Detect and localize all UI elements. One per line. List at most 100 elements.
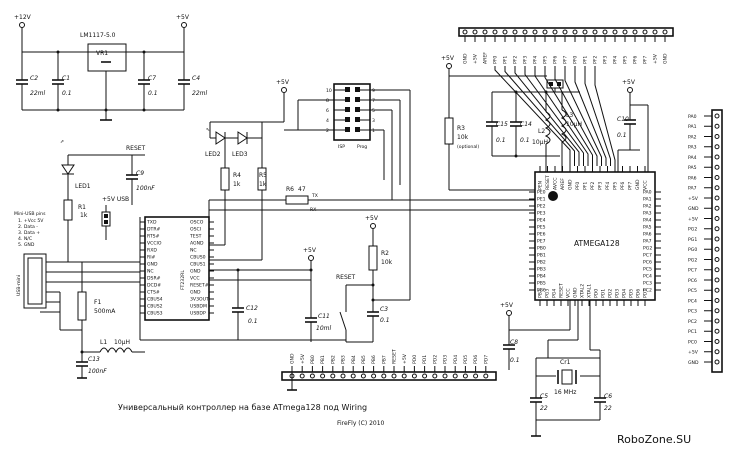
c12-value: 0.1 [248,318,258,325]
header-pin [714,113,720,119]
reset-circuit: +5V R2 10k RESET C3 0.1 [336,215,410,343]
header-pin [320,373,326,379]
header-pin [391,373,397,379]
l3-ref: L3 [566,112,573,119]
header-bottom-pin-label: PD5 [463,355,469,364]
isp-pin [355,107,360,112]
ft232-pin-right: 3V3OUT [190,297,209,303]
r3-resistor [444,117,454,145]
r6-resistor [285,195,309,205]
isp-pin [345,107,350,112]
c5-value: 22 [540,405,548,412]
header-pin [714,298,720,303]
header-pin [542,29,548,35]
header-pin [371,373,377,379]
header-right-pin-label: PC7 [688,268,697,274]
ft232-pin-left: TXD [146,220,157,226]
mcu-pin-top: PF5 [613,182,619,190]
r5-ref: R5 [259,172,267,179]
p12v-label: +12V [14,14,32,21]
mcu-pin-bottom: XTAL2 [580,284,586,298]
c8-value: 0.1 [510,357,520,364]
mcu-pin-right: PA1 [643,197,652,203]
header-pin [714,339,720,344]
led2-ref: LED2 [205,151,221,158]
header-top-pin-label: PF3 [523,56,529,64]
r4-resistor [220,167,230,191]
mcu-pin-bottom: PD2 [608,289,614,298]
header-pin [532,29,538,35]
p5v-terminal-r2 [370,223,376,229]
r3-ref: R3 [457,125,465,132]
header-pin [462,373,468,379]
mcu-pin-bottom: VCC [566,288,572,298]
isp-connector [333,83,371,141]
header-pin [482,29,488,35]
power-section: +12V +5V VR1 LM1117-5.0 C2 22ml C1 0.1 C… [14,14,207,121]
mcu-pin-bottom: PG3 [545,289,551,298]
header-pin [512,29,518,35]
p12v-terminal [19,22,25,28]
header-right-pin-label: PA2 [688,134,697,140]
mcu-pin-right: PC7 [643,253,652,259]
usbmini-label: USB-mini [16,275,22,296]
header-pin [562,29,568,35]
reset-label-top: RESET [126,145,146,152]
p5v-label-led: +5V [276,79,290,86]
header-pin [714,287,720,293]
mcu-pin-top: PF2 [590,182,596,190]
ft232-pin-right: VCC [190,276,200,282]
mcu-pin-top: AVCC [553,178,559,190]
isp-pin [345,97,350,102]
header-right-pin-label: +5V [688,350,699,356]
isp-pin-number: 5 [372,108,375,114]
ft232-pin-left: CBUS2 [147,304,163,310]
mcu-pin-top: PF1 [583,182,589,190]
ft232-name: FT232RL [180,270,186,290]
header-pin [483,373,489,379]
header-top-pin-label: PF0 [493,56,499,64]
r1-value: 1k [80,212,88,219]
r4-value: 1k [233,181,241,188]
mcu-pin-right: PC6 [643,260,652,266]
mcu-pin-top: PF6 [620,182,626,190]
header-top-pin-label: PF7 [643,56,649,64]
mcu-pin-bottom: PD3 [615,289,621,298]
p5v-terminal-led [281,87,287,93]
vr1-ref: VR1 [96,50,108,57]
header-top-pin-label: PF2 [513,56,519,64]
c3-ref: C3 [380,306,388,313]
isp-pin-number: 6 [326,108,329,114]
mcu-pin-bottom: PG4 [552,289,558,298]
vr1-regulator [87,43,127,72]
c7-value: 0.1 [148,90,158,97]
header-top-pin-label: PF4 [533,56,539,64]
header-pin [714,154,720,160]
header-pin [714,246,720,252]
header-top-pin-label: +5V [653,53,659,64]
mcu-pin-left: PB0 [537,246,546,252]
header-bottom-pin-label: PD7 [483,355,489,364]
r2-ref: R2 [381,250,389,257]
usb-power-caps: +5V C11 10ml C12 0.1 [209,247,346,342]
header-pin [299,373,305,379]
header-pin [350,373,356,379]
usb-pin-item: 2. Data - [18,224,38,230]
c5-ref: C5 [540,393,548,400]
isp-pin-number: 7 [372,98,375,104]
ft232-pin-left: RTS# [147,234,160,240]
pin1-marker [548,191,558,201]
tx-label: TX [311,193,318,199]
header-bottom-pin-label: PB2 [330,355,336,364]
header-pin [714,195,720,201]
header-pin [714,277,720,283]
header-right-pin-label: PA7 [688,186,697,192]
header-bottom-pin-label: RESET [392,349,398,364]
atmega-name: ATMEGA128 [574,239,620,248]
led1-diode [61,164,75,175]
header-pin [522,29,528,35]
prog-label: Prog [357,144,367,150]
mcu-pin-left: PB1 [537,253,546,259]
ft232-pin-right: NC [190,248,197,254]
header-pin [714,236,720,242]
